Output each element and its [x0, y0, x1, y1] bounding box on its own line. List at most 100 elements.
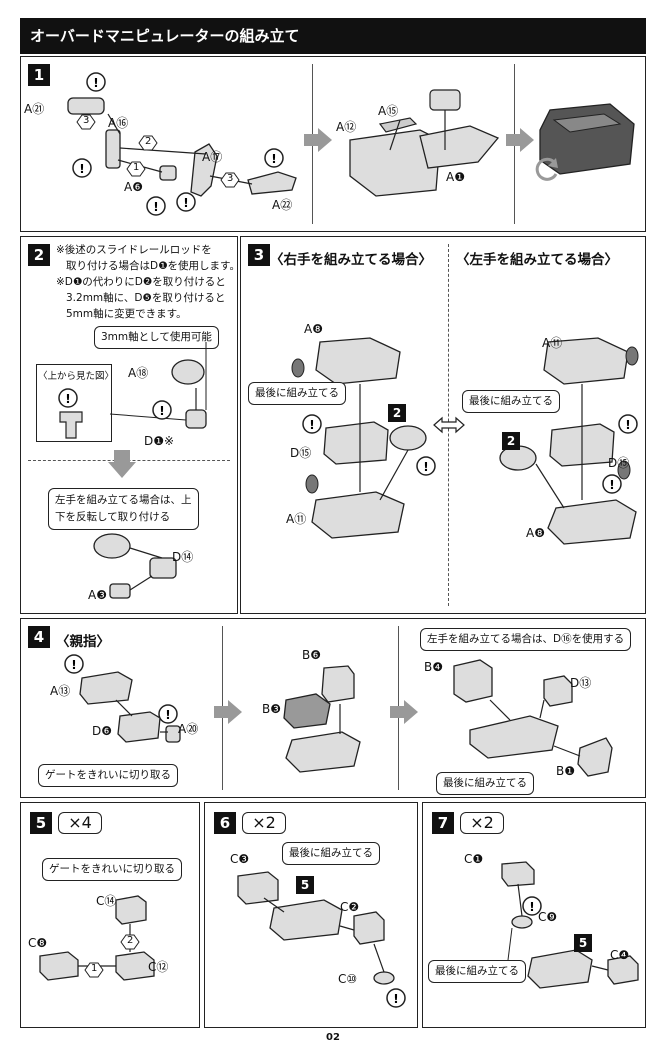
exclamation-circle-icon: !	[64, 654, 84, 674]
exclamation-circle-icon: !	[58, 388, 78, 408]
multiplier: ×4	[58, 812, 102, 834]
part-a11	[311, 491, 405, 539]
exclamation-circle-icon: !	[158, 704, 178, 724]
top-view-box	[36, 364, 112, 442]
order-hex	[126, 161, 146, 177]
part-c14	[115, 895, 147, 925]
exclamation-circle-icon: !	[264, 148, 284, 168]
part-label: B❹	[424, 660, 443, 674]
part-label: A⑪	[542, 336, 563, 350]
part-d13	[543, 675, 573, 707]
step3-right-figure: ! !	[291, 337, 436, 539]
part-label: D⑭	[172, 550, 194, 564]
step-ref: 2	[502, 432, 520, 450]
part-c4	[607, 955, 639, 985]
part-a3	[109, 583, 131, 599]
note-line: ※D❶の代わりにD❷を取り付けると	[56, 276, 226, 288]
last-assemble-callout: 最後に組み立てる	[462, 390, 560, 413]
part-c12	[115, 951, 155, 981]
part-label: A⑯	[108, 116, 129, 130]
part-label: C⑩	[338, 972, 358, 986]
part-d15	[323, 421, 389, 465]
part-c2	[353, 911, 385, 945]
part-label: B❻	[302, 648, 321, 662]
thumb-header: 〈親指〉	[56, 634, 110, 650]
svg-text:!: !	[165, 708, 170, 722]
arrow-right-icon	[390, 700, 418, 724]
part-label: A❶	[446, 170, 465, 184]
svg-text:!: !	[625, 418, 630, 432]
part-label: A⑪	[286, 512, 307, 526]
order-number: 2	[145, 136, 152, 147]
step5-figure	[39, 895, 155, 981]
step3-left-figure: ! !	[499, 337, 639, 545]
part-label: A㉒	[272, 198, 293, 212]
part-a21	[67, 97, 105, 115]
step1-left-figure: ! ! ! ! !	[67, 72, 297, 216]
svg-text:!: !	[529, 900, 534, 914]
arrow-right-icon	[506, 128, 534, 152]
part-a16	[105, 129, 121, 169]
part-d6	[117, 711, 161, 743]
order-number: 3	[227, 173, 234, 184]
part-label: A⑫	[336, 120, 357, 134]
top-view-label: 〈上から見た図〉	[38, 371, 115, 382]
multiplier: ×2	[460, 812, 504, 834]
note-line: 5mm軸に変更できます。	[66, 308, 187, 320]
part-label: C⑭	[96, 894, 117, 908]
page-number: 02	[326, 1032, 340, 1043]
part-b1	[577, 737, 613, 777]
order-number: 1	[91, 963, 98, 974]
part-a17	[190, 143, 218, 197]
assembly-arrow	[389, 119, 401, 151]
svg-text:!: !	[271, 152, 276, 166]
part-b4	[453, 659, 493, 703]
order-hex	[138, 135, 158, 151]
step2-note: ※後述のスライドレールロッドを 取り付ける場合はD❶を使用します。 ※D❶の代わ…	[56, 242, 240, 322]
part-label: A❸	[88, 588, 107, 602]
part-c10	[373, 971, 395, 985]
order-number: 2	[127, 935, 134, 946]
part-c1	[501, 861, 535, 887]
left-hand-header: 〈左手を組み立てる場合〉	[456, 252, 618, 268]
part-label: C❶	[464, 852, 484, 866]
step7-figure: !	[501, 861, 639, 989]
part-label: A⑱	[128, 366, 149, 380]
part-a22	[247, 171, 297, 195]
order-number: 3	[83, 115, 90, 126]
part-a8	[547, 499, 637, 545]
step-ref: 5	[574, 934, 592, 952]
step-number: 4	[28, 626, 50, 648]
part-a12	[349, 129, 441, 197]
part-b6	[321, 665, 355, 703]
part-d14	[149, 557, 177, 579]
step2-figure: ! !	[58, 342, 207, 439]
callout-line: 左手を組み立てる場合は、上	[55, 494, 192, 506]
part-a8	[315, 337, 401, 385]
multiplier: ×2	[242, 812, 286, 834]
step1-right-figure	[539, 103, 635, 175]
part-label: A⑰	[202, 150, 223, 164]
exclamation-circle-icon: !	[602, 474, 622, 494]
part-label: D❶※	[144, 434, 175, 448]
order-hex	[220, 172, 240, 188]
order-number: 1	[133, 162, 140, 173]
svg-text:!: !	[423, 460, 428, 474]
order-hex	[76, 114, 96, 130]
part-label: A❻	[124, 180, 143, 194]
left-hand-note: 左手を組み立てる場合は、D⑯を使用する	[420, 628, 632, 651]
arrow-down-icon	[108, 450, 136, 478]
part-label: C❾	[538, 910, 558, 924]
last-assemble-callout: 最後に組み立てる	[248, 382, 346, 405]
note-line: ※後述のスライドレールロッドを	[56, 244, 212, 256]
step-number: 2	[28, 244, 50, 266]
rotate-icon	[535, 157, 558, 181]
note-line: 3.2mm軸に、D❺を取り付けると	[66, 292, 226, 304]
part-label: C❽	[28, 936, 48, 950]
step-number: 5	[30, 812, 52, 834]
step-ref: 2	[388, 404, 406, 422]
exclamation-circle-icon: !	[146, 196, 166, 216]
step5-panel	[20, 802, 200, 1028]
gate-callout: ゲートをきれいに切り取る	[42, 858, 182, 881]
gate-callout: ゲートをきれいに切り取る	[38, 764, 178, 787]
